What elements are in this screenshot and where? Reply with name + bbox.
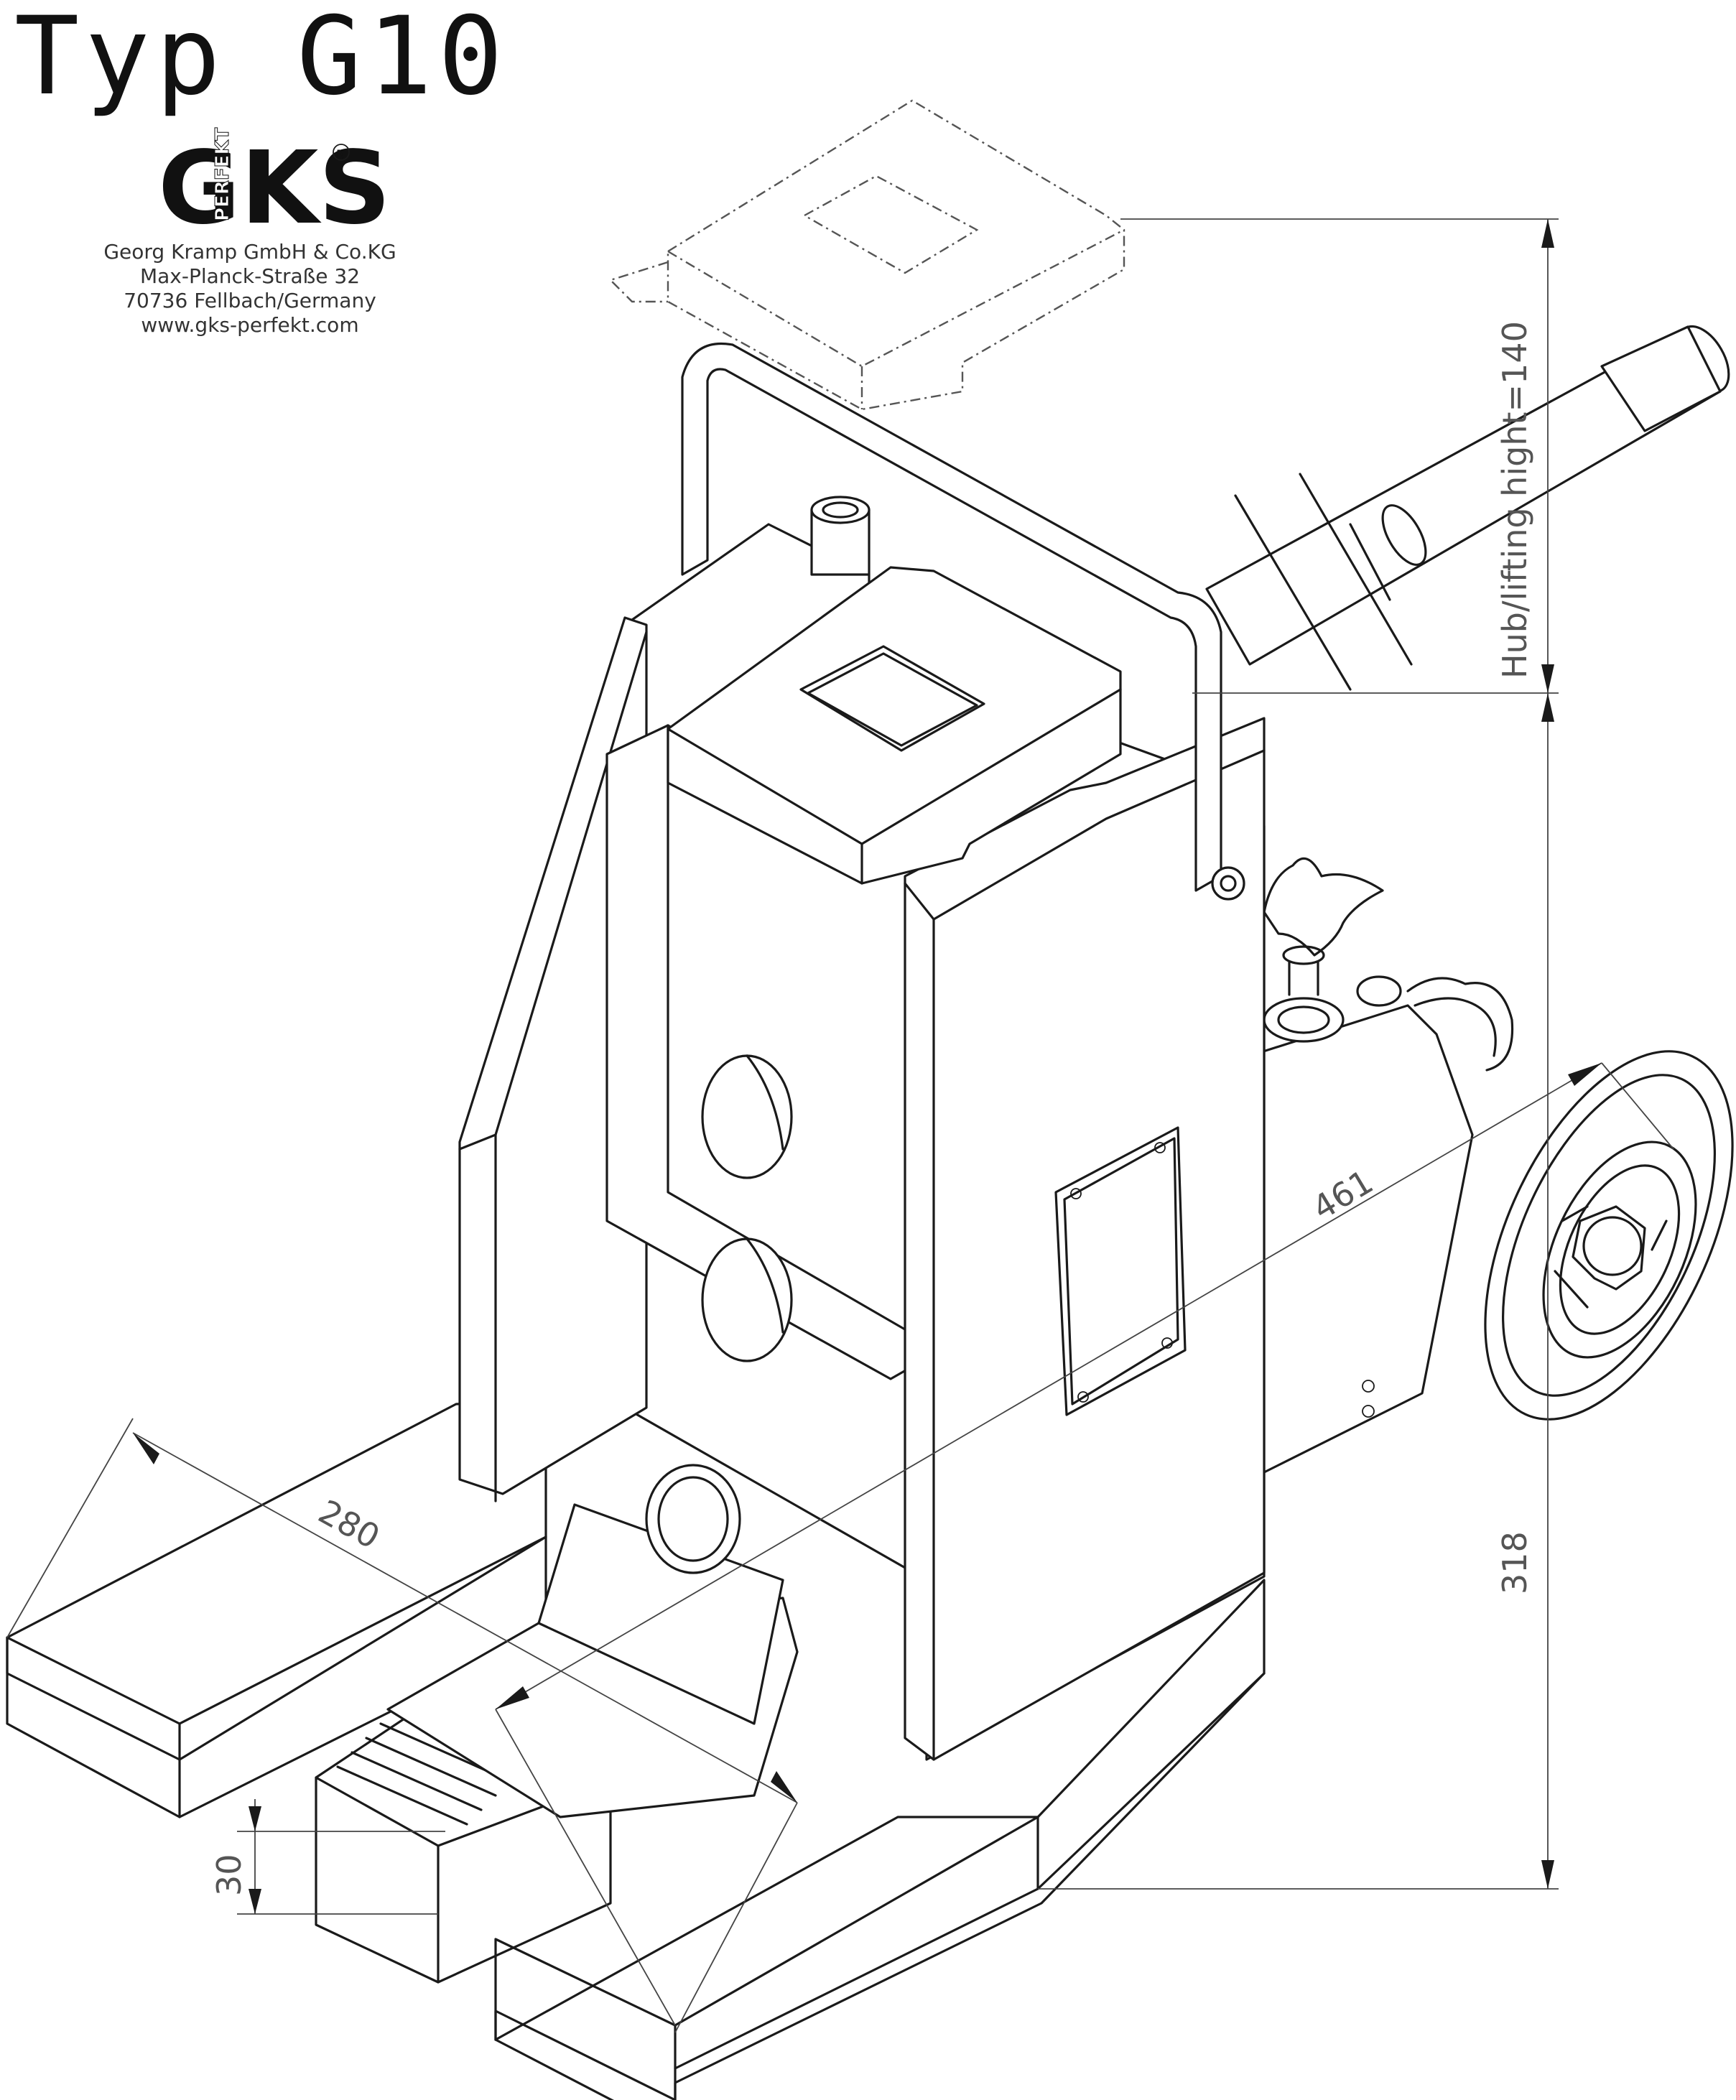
toe-lift [315,1503,799,1984]
dimension-toe: 30 [210,1799,445,1915]
lifting-height-label: Hub/lifting hight=140 [1495,321,1534,679]
front-foot-left [6,1399,547,1818]
logo-subtext: PERFEKT [212,127,233,221]
front-column [904,717,1266,1761]
handle-hoop [681,342,1245,901]
logo-text: GKS [158,130,391,247]
toe-height-label: 30 [210,1854,249,1896]
gks-logo: GKS PERFEKT R [158,127,391,247]
dimension-lift: Hub/lifting hight=140 [1120,218,1559,694]
star-knob [1263,857,1384,1043]
company-city: 70736 Fellbach/Germany [124,289,376,312]
height-label: 318 [1495,1531,1534,1594]
svg-text:R: R [336,147,344,161]
wheel-assembly [1248,1004,1734,1474]
company-name: Georg Kramp GmbH & Co.KG [103,240,396,264]
company-web: www.gks-perfekt.com [141,313,358,337]
hydraulic-fitting [1356,975,1514,1072]
lifted-head-ghost [608,99,1125,411]
carrier-plate [605,724,942,1574]
dimension-height: 318 [1038,693,1559,1890]
handle-bar [1205,325,1730,691]
head-plate [667,566,1122,885]
drawing-title: Typ G10 [14,0,509,119]
top-tube [810,496,871,576]
company-street: Max-Planck-Straße 32 [140,264,360,288]
